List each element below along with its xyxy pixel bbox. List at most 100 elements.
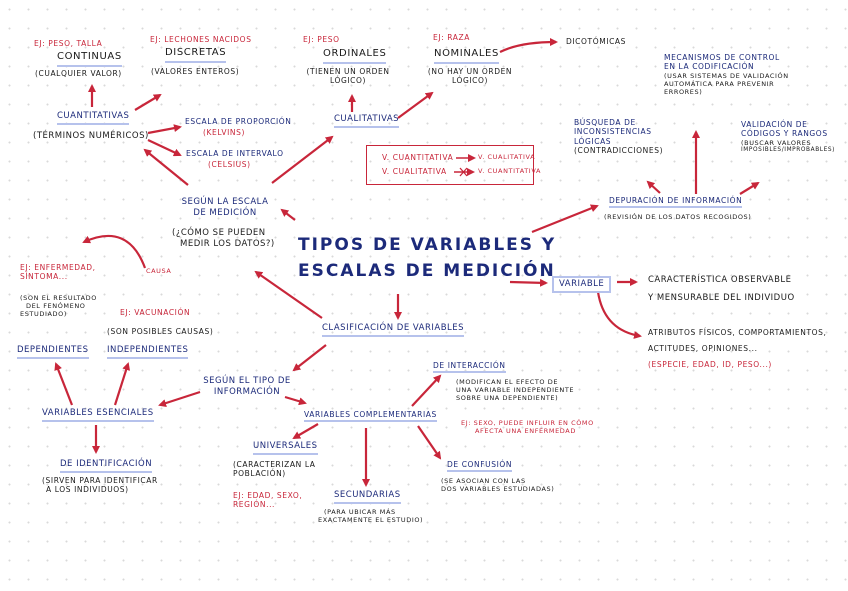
variable-def-line2: Y MENSURABLE DEL INDIVIDUO (648, 293, 795, 303)
identificacion-label: DE IDENTIFICACIÓN (60, 459, 153, 473)
validacion-line1: VALIDACIÓN DE (741, 120, 808, 129)
dependientes-example: EJ: ENFERMEDAD, SÍNTOMA... (20, 263, 96, 282)
arrow-esen-dependientes (54, 362, 74, 406)
escala-note-line2: MEDIR LOS DATOS?) (180, 238, 275, 249)
arrow-variable-attr (596, 291, 642, 339)
validacion-line4: IMPOSIBLES/IMPROBABLES) (741, 146, 836, 153)
tipo-node: SEGÚN EL TIPO DE INFORMACIÓN (192, 376, 302, 397)
busqueda-line2: INCONSISTENCIAS (574, 127, 652, 137)
busqueda-line3: LÓGICAS (574, 136, 612, 146)
page-title: TIPOS DE VARIABLES Y ESCALAS DE MEDICIÓN (298, 232, 556, 285)
mecanismos-block: MECANISMOS DE CONTROL EN LA CODIFICACIÓN… (664, 53, 789, 96)
conversion-box (366, 145, 534, 185)
tipo-line2: INFORMACIÓN (213, 386, 281, 397)
sec-note-line1: (PARA UBICAR MÁS (324, 508, 396, 516)
proporcion-example: (KELVINS) (203, 128, 245, 137)
variable-attr-line2: ACTITUDES, OPINIONES... (648, 344, 758, 353)
arrow-cuanti-intervalo (147, 139, 182, 157)
escala-note-line1: (¿CÓMO SE PUEDEN (172, 228, 266, 238)
conversion-1-to: V. CUALITATIVA (478, 153, 536, 161)
intervalo-example: (CELSIUS) (208, 160, 251, 169)
continuas-note: (CUALQUIER VALOR) (35, 69, 122, 78)
title-line-2: ESCALAS DE MEDICIÓN (298, 261, 556, 282)
arrow-comp-interaccion (411, 374, 442, 407)
arrow-dep-validacion (739, 181, 760, 195)
continuas-example: EJ: PESO, TALLA (34, 39, 103, 48)
confusion-label: DE CONFUSIÓN (447, 460, 513, 473)
discretas-note: (VALORES ENTEROS) (151, 67, 240, 76)
identificacion-note: (SIRVEN PARA IDENTIFICAR A LOS INDIVIDUO… (42, 476, 158, 495)
int-note-line1: (MODIFICAN EL EFECTO DE (456, 378, 559, 386)
dep-note-line3: ESTUDIADO) (20, 310, 67, 319)
dep-example-line1: EJ: ENFERMEDAD, (20, 263, 96, 272)
arrow-title-escala (280, 208, 296, 221)
cuantitativas-label: CUANTITATIVAS (57, 111, 130, 125)
dependientes-note: (SON EL RESULTADO DEL FENÓMENO ESTUDIADO… (20, 294, 97, 318)
int-note-line2: UNA VARIABLE INDEPENDIENTE (456, 386, 575, 395)
universales-example: EJ: EDAD, SEXO, REGIÓN... (233, 491, 302, 510)
ordinales-note-line1: (TIENEN UN ORDEN (306, 67, 390, 76)
conversion-2-to: V. CUANTITATIVA (478, 167, 542, 175)
independientes-example: EJ: VACUNACIÓN (120, 308, 191, 317)
escala-node-line2: DE MEDICIÓN (193, 207, 257, 218)
univ-note-line1: (CARACTERIZAN LA (233, 460, 316, 469)
interaccion-example: EJ: SEXO, PUEDE INFLUIR EN CÓMO AFECTA U… (461, 419, 594, 435)
dependientes-label: DEPENDIENTES (17, 345, 89, 359)
discretas-example: EJ: LECHONES NACIDOS (150, 35, 252, 44)
tipo-line1: SEGÚN EL TIPO DE (203, 376, 291, 386)
univ-note-line2: POBLACIÓN) (233, 469, 286, 479)
int-example-line1: EJ: SEXO, PUEDE INFLUIR EN CÓMO (461, 419, 594, 427)
busqueda-line4: (CONTRADICCIONES) (574, 146, 664, 156)
depuracion-note: (REVISIÓN DE LOS DATOS RECOGIDOS) (604, 213, 752, 221)
continuas-label: CONTINUAS (57, 51, 122, 67)
complementarias-label: VARIABLES COMPLEMENTARIAS (304, 410, 437, 423)
arrow-cuali-nominales (397, 91, 434, 119)
mecanismos-line5: ERRORES) (664, 88, 703, 96)
nominales-label: NOMINALES (434, 48, 499, 64)
cuantitativas-note: (TÉRMINOS NUMÉRICOS) (33, 131, 149, 141)
arrow-cuanti-proporcion (147, 124, 182, 135)
proporcion-label: ESCALA DE PROPORCIÓN (185, 117, 292, 126)
int-example-line2: AFECTA UNA ENFERMEDAD (475, 427, 576, 436)
dicotomicas-label: DICOTÓMICAS (566, 37, 627, 46)
arrow-dep-busqueda (646, 180, 661, 194)
escala-node: SEGÚN LA ESCALA DE MEDICIÓN (170, 197, 280, 218)
arrow-tipo-complementarias (284, 395, 307, 406)
escala-note: (¿CÓMO SE PUEDEN MEDIR LOS DATOS?) (172, 228, 275, 249)
univ-example-line2: REGIÓN... (233, 500, 276, 510)
confusion-note: (SE ASOCIAN CON LAS DOS VARIABLES ESTUDI… (441, 477, 554, 493)
variable-attr-example: (ESPECIE, EDAD, ID, PESO...) (648, 360, 772, 369)
validacion-block: VALIDACIÓN DE CÓDIGOS Y RANGOS (BUSCAR V… (741, 120, 835, 154)
mecanismos-line2: EN LA CODIFICACIÓN (664, 62, 755, 72)
univ-example-line1: EJ: EDAD, SEXO, (233, 491, 303, 500)
independientes-label: INDEPENDIENTES (107, 345, 189, 359)
intervalo-label: ESCALA DE INTERVALO (186, 149, 284, 158)
esenciales-label: VARIABLES ESENCIALES (42, 408, 154, 422)
secundarias-label: SECUNDARIAS (334, 490, 401, 504)
arrow-nominales-dicotomicas (499, 38, 558, 53)
arrow-esen-independientes (113, 362, 130, 406)
secundarias-note: (PARA UBICAR MÁS EXACTAMENTE EL ESTUDIO) (318, 508, 423, 524)
ident-note-line2: A LOS INDIVIDUOS) (46, 485, 129, 495)
ident-note-line1: (SIRVEN PARA IDENTIFICAR (42, 476, 158, 485)
ordinales-label: ORDINALES (323, 48, 387, 64)
validacion-line2: CÓDIGOS Y RANGOS (741, 129, 828, 139)
variable-def-line1: CARACTERÍSTICA OBSERVABLE (648, 275, 792, 285)
ordinales-note-line2: LÓGICO) (329, 76, 367, 86)
escala-node-line1: SEGÚN LA ESCALA (181, 197, 269, 207)
interaccion-note: (MODIFICAN EL EFECTO DE UNA VARIABLE IND… (456, 378, 574, 402)
cualitativas-label: CUALITATIVAS (334, 114, 400, 128)
nominales-note: (NO HAY UN ORDEN LÓGICO) (420, 67, 520, 86)
interaccion-label: DE INTERACCIÓN (433, 361, 506, 374)
dep-note-line1: (SON EL RESULTADO (20, 294, 97, 302)
arrow-clas-tipo (292, 344, 327, 372)
discretas-label: DISCRETAS (165, 47, 227, 63)
mecanismos-line3: (USAR SISTEMAS DE VALIDACIÓN (664, 71, 789, 80)
dep-note-line2: DEL FENÓMENO (26, 302, 86, 311)
arrow-comp-universales (292, 423, 319, 440)
nominales-note-line2: LÓGICO) (451, 76, 489, 86)
conf-note-line2: DOS VARIABLES ESTUDIADAS) (441, 485, 555, 494)
arrow-title-depuracion (531, 204, 599, 234)
conversion-1-from: V. CUANTITATIVA (382, 153, 454, 162)
conversion-2-from: V. CUALITATIVA (382, 167, 447, 176)
